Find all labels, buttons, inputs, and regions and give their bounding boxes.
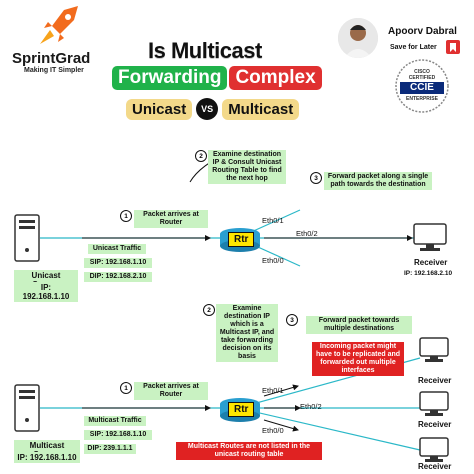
unicast-traffic-label: Unicast Traffic (88, 244, 146, 255)
subtitle-unicast: Unicast (126, 98, 193, 120)
unicast-port-eth01: Eth0/1 (262, 216, 284, 225)
multicast-step3-number: 3 (286, 314, 298, 326)
multicast-port-eth00: Eth0/0 (262, 426, 284, 435)
multicast-step1-box: Packet arrives at Router (134, 382, 208, 401)
unicast-router-label: Rtr (228, 232, 255, 247)
unicast-source-server-icon (14, 214, 40, 262)
multicast-port-eth02: Eth0/2 (300, 402, 322, 411)
rocket-icon (40, 6, 78, 44)
multicast-step2-box: Examine destination IP which is a Multic… (216, 304, 278, 363)
unicast-step3-box: Forward packet along a single path towar… (324, 172, 432, 191)
title-line2: Forwarding Complex (112, 66, 322, 90)
badge-bottom: ENTERPRISE (406, 96, 438, 102)
multicast-sip: SIP: 192.168.1.10 (84, 430, 152, 441)
multicast-receiver3-monitor-icon (418, 436, 450, 464)
multicast-step3-box: Forward packet towards multiple destinat… (306, 316, 412, 335)
multicast-step1-number: 1 (120, 382, 132, 394)
unicast-port-eth00: Eth0/0 (262, 256, 284, 265)
unicast-step1-number: 1 (120, 210, 132, 222)
subtitle-multicast: Multicast (222, 98, 300, 120)
unicast-receiver-monitor-icon (412, 222, 448, 254)
subtitle: Unicast VS Multicast (126, 98, 300, 120)
multicast-router: Rtr (218, 396, 262, 422)
multicast-arrow-out1 (263, 384, 299, 397)
multicast-receiver1-monitor-icon (418, 336, 450, 364)
multicast-traffic-label: Multicast Traffic (84, 416, 146, 427)
brand-tagline: Making IT Simpler (24, 67, 84, 74)
unicast-step2-number: 2 (195, 150, 207, 162)
person-icon (338, 18, 378, 58)
multicast-receiver2-monitor-icon (418, 390, 450, 418)
unicast-sip: SIP: 192.168.1.10 (84, 258, 152, 269)
title-word-forwarding: Forwarding (112, 66, 228, 90)
unicast-step3-number: 3 (310, 172, 322, 184)
multicast-routes-note: Multicast Routes are not listed in the u… (176, 442, 322, 461)
badge-top: CISCO CERTIFIED (408, 69, 436, 81)
brand-name: SprintGrad (12, 50, 91, 67)
brand-logo (34, 4, 84, 52)
unicast-receiver-ip: IP: 192.168.2.10 (404, 270, 453, 277)
multicast-receiver2-label: Receiver (418, 420, 452, 429)
multicast-link-receiver3 (237, 407, 421, 451)
multicast-replicate-note: Incoming packet might have to be replica… (312, 342, 404, 377)
unicast-source-ip: IP: 192.168.1.10 (14, 282, 78, 303)
unicast-port-eth02: Eth0/2 (296, 229, 318, 238)
bookmark-icon[interactable] (446, 40, 460, 54)
ccie-badge: CISCO CERTIFIED CCIE ENTERPRISE (394, 58, 450, 114)
multicast-port-eth01: Eth0/1 (262, 386, 284, 395)
multicast-step2-number: 2 (203, 304, 215, 316)
unicast-receiver-label: Receiver (414, 258, 448, 267)
badge-main: CCIE (410, 82, 434, 93)
multicast-arrow-out3 (263, 419, 299, 432)
multicast-receiver3-label: Receiver (418, 462, 452, 471)
title-word-complex: Complex (229, 66, 322, 90)
multicast-router-label: Rtr (228, 402, 255, 417)
vs-badge: VS (196, 98, 219, 120)
multicast-receiver1-label: Receiver (418, 376, 452, 385)
avatar (338, 18, 378, 58)
multicast-source-server-icon (14, 384, 40, 432)
unicast-step2-box: Examine destination IP & Consult Unicast… (208, 150, 286, 185)
multicast-dip: DIP: 239.1.1.1 (84, 444, 136, 455)
unicast-router: Rtr (218, 226, 262, 252)
title-line1: Is Multicast (148, 38, 262, 63)
unicast-dip: DIP: 192.168.2.10 (84, 272, 152, 283)
author-name: Apoorv Dabral (388, 26, 457, 37)
save-for-later-label: Save for Later (390, 44, 437, 51)
unicast-step1-box: Packet arrives at Router (134, 210, 208, 229)
multicast-source-ip: IP: 192.168.1.10 (14, 452, 80, 464)
